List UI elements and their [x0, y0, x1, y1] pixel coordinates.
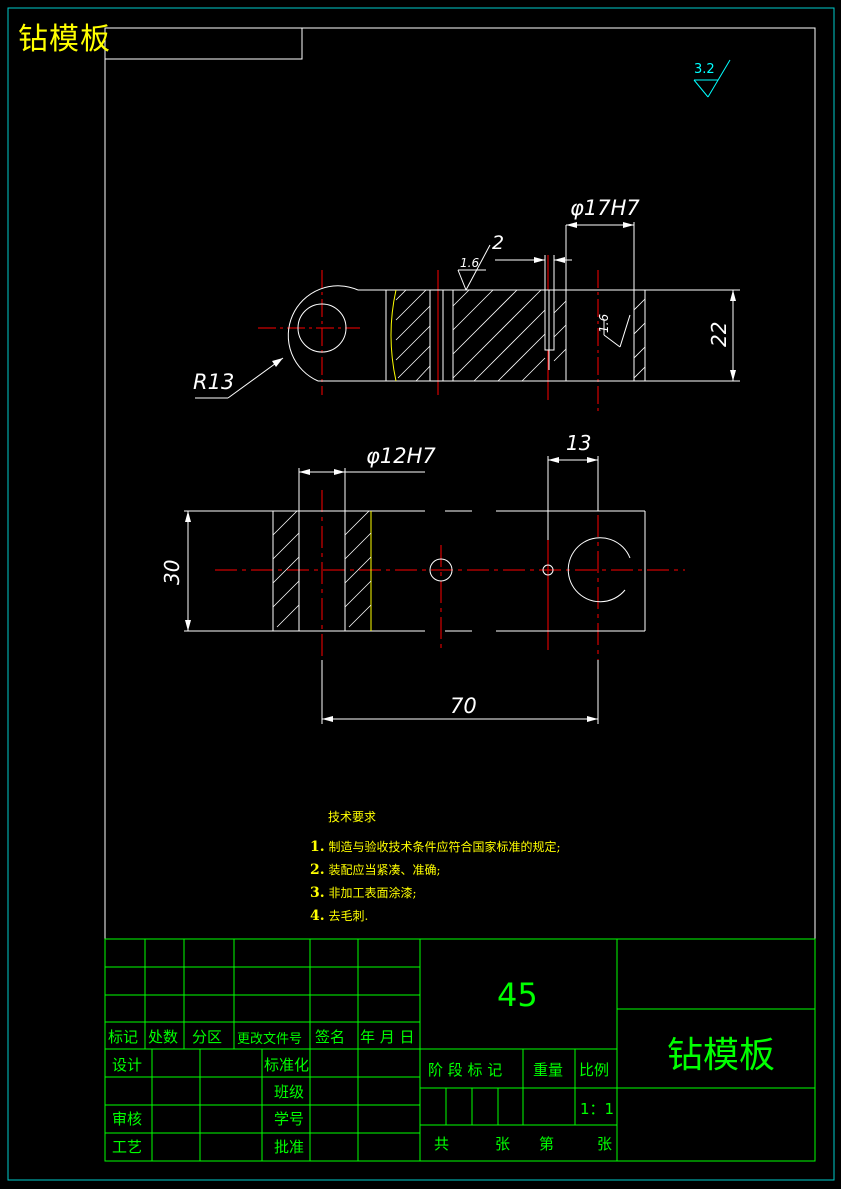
rev-header-mark: 标记	[108, 1028, 139, 1046]
dim-width: 30	[160, 559, 184, 585]
outer-border	[7, 7, 835, 1181]
dim-radius: R13	[193, 370, 235, 394]
inner-frame	[104, 27, 816, 1162]
tech-req-item: 4. 去毛刺.	[310, 908, 369, 924]
header-box	[104, 27, 303, 60]
roughness-general-value: 3.2	[694, 62, 715, 77]
rev-header-zone: 分区	[192, 1028, 223, 1046]
rev-header-doc: 更改文件号	[237, 1032, 303, 1047]
label-stage-mark: 阶 段 标 记	[428, 1061, 503, 1079]
dim-length: 70	[450, 694, 477, 718]
part-name: 钻模板	[667, 1035, 776, 1076]
tech-req-title: 技术要求	[328, 810, 377, 824]
label-class: 班级	[274, 1083, 305, 1101]
rev-header-sign: 签名	[315, 1028, 346, 1046]
rev-header-count: 处数	[148, 1028, 179, 1046]
title-block	[104, 938, 816, 1162]
roughness-symbol-general	[693, 59, 731, 98]
label-design: 设计	[112, 1056, 143, 1074]
roughness-a: 1.6	[460, 256, 480, 270]
label-process: 工艺	[112, 1138, 143, 1156]
dim-slot-width: 2	[492, 232, 505, 254]
dim-height: 22	[707, 321, 731, 347]
material-value: 45	[497, 976, 538, 1014]
label-sheets: 张	[495, 1135, 511, 1153]
tech-req-item: 3. 非加工表面涂漆;	[310, 885, 417, 901]
label-student-no: 学号	[274, 1110, 305, 1128]
label-total: 共	[434, 1135, 450, 1153]
rev-header-date: 年 月 日	[360, 1028, 415, 1046]
label-sheet-no: 第	[539, 1135, 555, 1153]
roughness-b: 1.6	[597, 313, 611, 333]
scale-value: 1：1	[580, 1100, 615, 1118]
label-approve: 批准	[274, 1138, 305, 1156]
dim-offset: 13	[566, 431, 592, 455]
top-view	[195, 222, 740, 415]
label-scale: 比例	[579, 1061, 610, 1079]
label-standardize: 标准化	[264, 1056, 310, 1074]
label-weight: 重量	[533, 1061, 564, 1079]
label-review: 审核	[112, 1110, 143, 1128]
dim-bore-top: φ17H7	[570, 196, 640, 220]
dim-bore-bottom: φ12H7	[366, 444, 436, 468]
label-sheet-unit: 张	[597, 1135, 613, 1153]
sheet-title: 钻模板	[18, 22, 111, 57]
tech-req-item: 2. 装配应当紧凑、准确;	[310, 862, 441, 878]
bottom-view	[184, 456, 685, 724]
tech-req-item: 1. 制造与验收技术条件应符合国家标准的规定;	[310, 839, 561, 855]
